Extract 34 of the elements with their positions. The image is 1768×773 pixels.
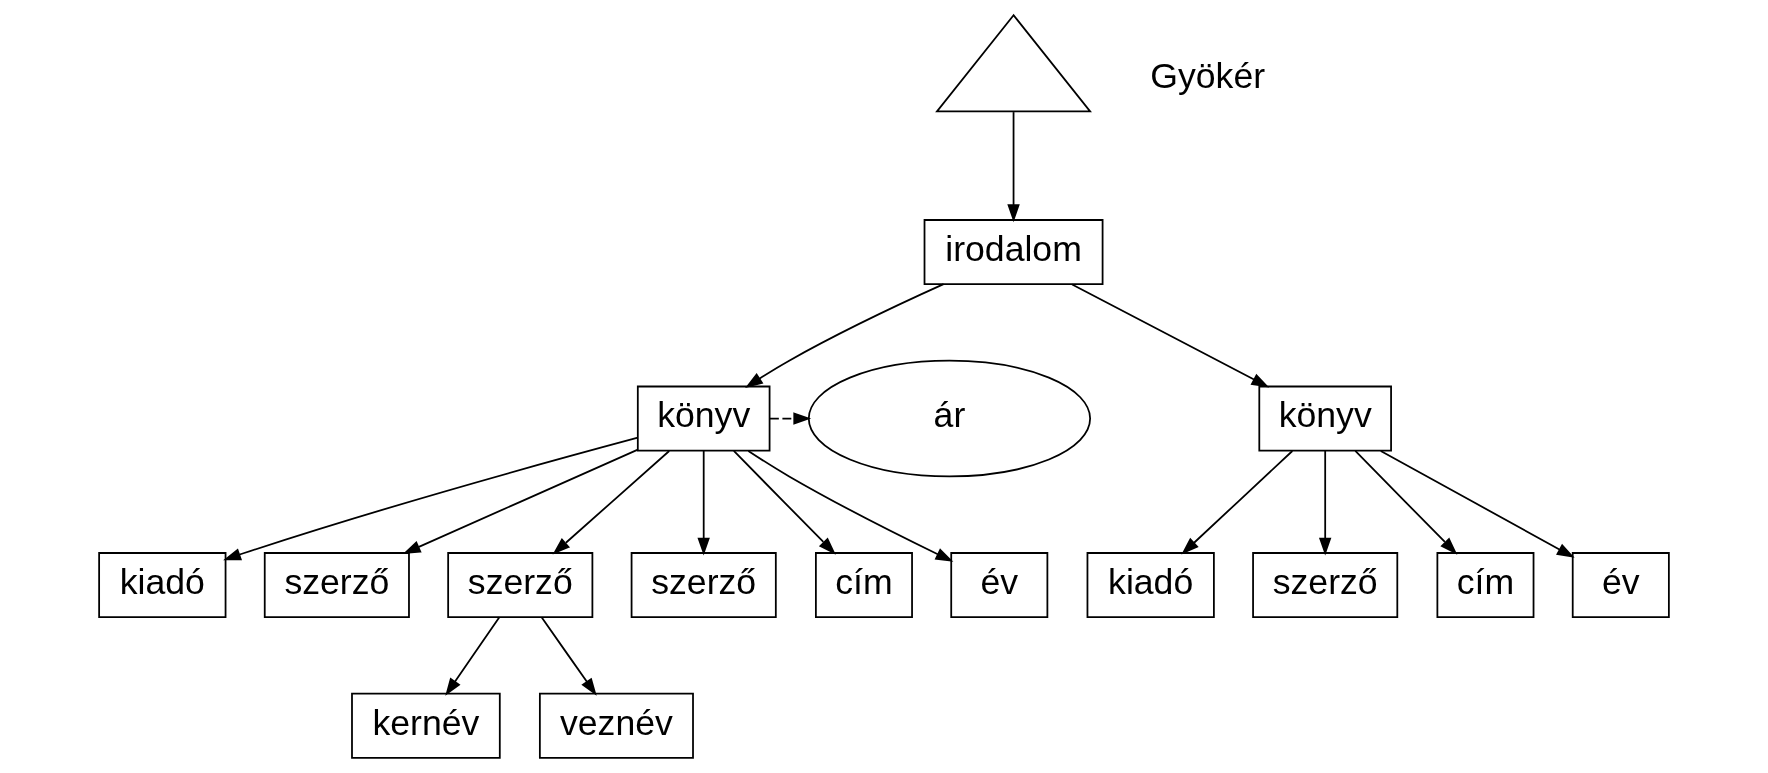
arrow	[1007, 111, 1020, 223]
arrow	[223, 436, 639, 561]
node-box: irodalom	[923, 219, 1104, 285]
arrow	[552, 450, 671, 555]
node-box: cím	[1436, 552, 1535, 618]
node-box: könyv	[1258, 385, 1392, 452]
node-box: szerző	[1252, 552, 1399, 618]
node-box: cím	[815, 552, 913, 618]
arrow	[747, 450, 954, 562]
node-box: veznév	[539, 692, 694, 759]
node-box: szerző	[263, 552, 410, 618]
node-box: kernév	[351, 692, 501, 759]
node-triangle	[935, 13, 1092, 113]
node-box: szerző	[447, 552, 594, 618]
arrow	[1181, 450, 1294, 555]
arrow	[445, 616, 501, 696]
node-box: könyv	[636, 385, 771, 452]
node-ellipse: ár	[807, 359, 1091, 478]
arrow	[1071, 283, 1270, 388]
label: Gyökér	[1150, 56, 1266, 97]
arrow	[1379, 450, 1575, 558]
node-box: szerző	[630, 552, 777, 618]
node-box: kiadó	[1086, 552, 1215, 618]
node-box: kiadó	[98, 552, 227, 618]
arrow	[540, 616, 597, 696]
arrow	[745, 283, 945, 388]
arrow	[769, 412, 812, 425]
node-box: év	[950, 552, 1049, 618]
node-box: év	[1571, 552, 1670, 618]
arrow	[697, 450, 710, 556]
arrow	[1354, 450, 1458, 555]
arrow	[402, 448, 639, 554]
arrow	[1318, 450, 1332, 556]
arrow	[732, 450, 836, 555]
